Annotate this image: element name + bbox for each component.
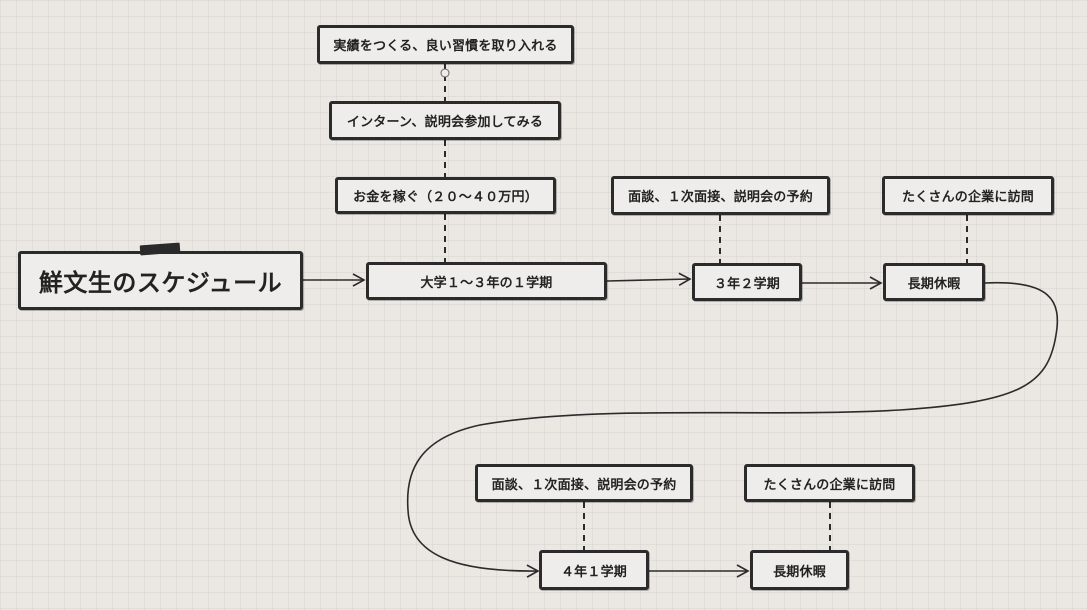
arrow-vacation1-term41	[406, 281, 1059, 578]
node-vacation-1-label: 長期休暇	[907, 276, 961, 292]
connector-handle[interactable]	[440, 68, 450, 78]
node-intern[interactable]: インターン、説明会参加してみる	[329, 101, 561, 140]
node-term-4-1[interactable]: ４年１学期	[539, 550, 649, 590]
node-vacation-2-label: 長期休暇	[773, 564, 826, 580]
diagram-title: 鮮文生のスケジュール	[38, 269, 283, 297]
node-interview-3[interactable]: 面談、１次面接、説明会の予約	[611, 176, 830, 215]
node-term-1-3-label: 大学１～３年の１学期	[420, 275, 553, 291]
diagram-title-box[interactable]: 鮮文生のスケジュール	[18, 251, 303, 310]
node-money[interactable]: お金を稼ぐ（２０～４０万円）	[335, 177, 556, 214]
node-visit-1-label: たくさんの企業に訪問	[901, 190, 1034, 205]
node-term-1-3[interactable]: 大学１～３年の１学期	[366, 262, 607, 300]
node-interview-4-label: 面談、１次面接、説明会の予約	[491, 477, 677, 493]
node-interview-4[interactable]: 面談、１次面接、説明会の予約	[475, 464, 693, 502]
node-vacation-2[interactable]: 長期休暇	[750, 550, 849, 590]
node-term-3-2-label: ３年２学期	[713, 276, 780, 292]
node-visit-2[interactable]: たくさんの企業に訪問	[744, 464, 915, 502]
node-intern-label: インターン、説明会参加してみる	[346, 115, 544, 130]
node-interview-3-label: 面談、１次面接、説明会の予約	[628, 190, 813, 205]
arrow-term13-term32	[606, 272, 692, 286]
node-visit-2-label: たくさんの企業に訪問	[763, 477, 896, 493]
node-vacation-1[interactable]: 長期休暇	[883, 263, 985, 301]
node-habit-label: 実績をつくる、良い習慣を取り入れる	[333, 39, 558, 54]
node-visit-1[interactable]: たくさんの企業に訪問	[882, 176, 1054, 215]
node-term-3-2[interactable]: ３年２学期	[692, 263, 802, 301]
node-money-label: お金を稼ぐ（２０～４０万円）	[353, 190, 538, 205]
node-term-4-1-label: ４年１学期	[560, 564, 627, 580]
node-habit[interactable]: 実績をつくる、良い習慣を取り入れる	[317, 25, 574, 64]
